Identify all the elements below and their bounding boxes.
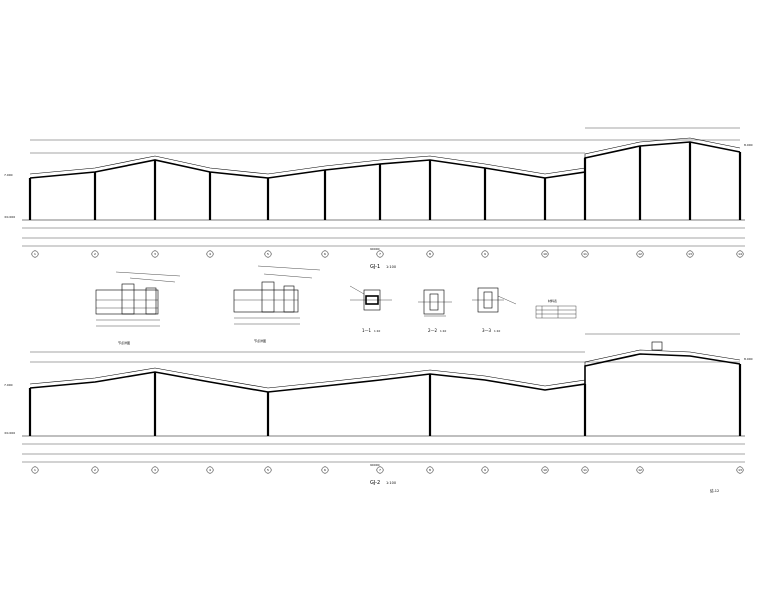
axis-bubble: [736, 466, 744, 474]
elevation-ground: ±0.000: [4, 215, 15, 219]
axis-label: 9: [484, 252, 486, 256]
axis-bubble: [636, 466, 644, 474]
axis-bubble: [264, 466, 272, 474]
node-detail-a: 节点详图: [95, 271, 181, 345]
section-2-label: 2—2: [428, 328, 438, 333]
axis-label: 6: [324, 468, 326, 472]
rafter-line-upper: [29, 137, 741, 175]
frame-title: GJ-2: [370, 480, 380, 486]
sheet-number: 结-12: [710, 488, 719, 493]
axis-label: 7: [379, 468, 381, 472]
axis-label: 5: [267, 252, 269, 256]
axis-label: 2: [94, 252, 96, 256]
node-detail-a-label: 节点详图: [118, 340, 130, 345]
axis-bubble: [151, 250, 159, 258]
section-1-scale: 1:10: [374, 329, 381, 333]
axis-bubble: [736, 250, 744, 258]
axis-label: 3: [154, 252, 156, 256]
axis-bubble: [91, 250, 99, 258]
details-row: 节点详图 节点详图 1—1 1:10: [95, 265, 577, 345]
axis-bubble: [541, 466, 549, 474]
section-2-scale: 1:10: [440, 329, 447, 333]
axis-label: 6: [324, 252, 326, 256]
section-3-scale: 1:10: [494, 329, 501, 333]
axis-label: 1: [34, 468, 36, 472]
axis-label: 9: [484, 468, 486, 472]
elevation-left: 7.000: [4, 173, 13, 177]
frame-scale: 1:100: [386, 481, 396, 485]
frame-title: GJ-1: [370, 264, 380, 270]
axis-bubble: [206, 250, 214, 258]
axis-bubble: [376, 250, 384, 258]
axis-label: 12: [638, 252, 642, 256]
axis-bubble: [636, 250, 644, 258]
axis-bubble: [206, 466, 214, 474]
axis-bubble: [581, 250, 589, 258]
axis-bubble: [686, 250, 694, 258]
axis-bubble: [91, 466, 99, 474]
axis-label: 7: [379, 252, 381, 256]
node-detail-b: 节点详图: [233, 265, 321, 343]
axis-label: 8: [429, 252, 431, 256]
total-dimension: 90000: [370, 463, 380, 467]
axis-bubble: [321, 250, 329, 258]
frame-scale: 1:100: [386, 265, 396, 269]
section-3-label: 3—3: [482, 328, 492, 333]
axis-label: 2: [94, 468, 96, 472]
axis-bubble: [481, 466, 489, 474]
axis-bubble: [481, 250, 489, 258]
axis-bubble: [31, 466, 39, 474]
axis-bubble: [541, 250, 549, 258]
axis-label: 10: [543, 252, 547, 256]
rafter-line: [29, 353, 741, 393]
axis-bubble: [376, 466, 384, 474]
axis-bubble: [264, 250, 272, 258]
material-table: 材料表: [535, 298, 577, 319]
axis-label: 1: [34, 252, 36, 256]
axis-label: 5: [267, 468, 269, 472]
axis-label: 13: [738, 468, 742, 472]
axis-label: 3: [154, 468, 156, 472]
table-title: 材料表: [548, 298, 557, 303]
section-1-label: 1—1: [362, 328, 372, 333]
section-1-detail: 1—1 1:10: [349, 285, 392, 333]
elevation-top: 8.000: [744, 143, 753, 147]
ridge-skylight: [651, 341, 663, 351]
elevation-top: 8.000: [744, 357, 753, 361]
axis-label: 13: [688, 252, 692, 256]
total-dimension: 90000: [370, 247, 380, 251]
axis-bubble: [151, 466, 159, 474]
elevation-ground: ±0.000: [4, 431, 15, 435]
axis-label: 10: [543, 468, 547, 472]
rafter-line-upper: [29, 349, 741, 389]
axis-bubble: [426, 250, 434, 258]
axis-label: 4: [209, 252, 211, 256]
axis-label: 11: [583, 468, 587, 472]
axis-bubble: [581, 466, 589, 474]
axis-bubble: [426, 466, 434, 474]
axis-label: 8: [429, 468, 431, 472]
elevation-left: 7.000: [4, 383, 13, 387]
axis-bubble: [321, 466, 329, 474]
axis-label: 14: [738, 252, 742, 256]
axis-label: 11: [583, 252, 587, 256]
section-3-detail: 3—3 1:10: [472, 287, 517, 333]
node-detail-b-label: 节点详图: [254, 338, 266, 343]
axis-label: 4: [209, 468, 211, 472]
axis-label: 12: [638, 468, 642, 472]
axis-bubble: [31, 250, 39, 258]
section-2-detail: 2—2 1:10: [418, 289, 452, 333]
